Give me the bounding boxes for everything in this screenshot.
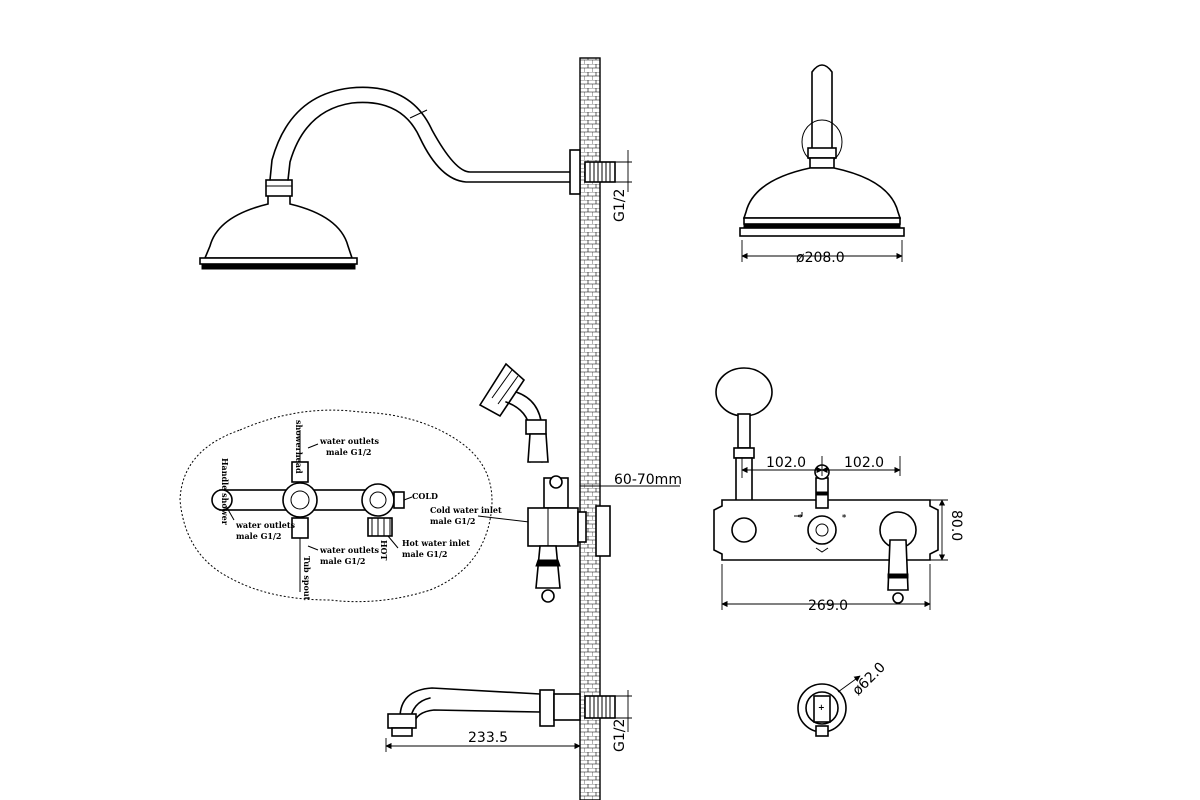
rain-shower-side-view: G1/2	[199, 86, 632, 270]
label-hot-inlet-2: male G1/2	[402, 549, 447, 559]
plate-width-label: 269.0	[808, 598, 848, 614]
label-bottom-outlet-2: male G1/2	[320, 556, 365, 566]
rosette-mark: +	[818, 702, 825, 712]
wall-gap-label: 60-70mm	[614, 472, 682, 488]
label-cold-inlet-2: male G1/2	[430, 516, 475, 526]
rosette-front-view: + ø62.0	[797, 659, 889, 737]
label-left-outlet-1: water outlets	[235, 520, 296, 530]
label-top-outlet-2: male G1/2	[326, 447, 371, 457]
mixer-front-view: * * 102.0 102.0 80.0 269.0	[713, 367, 964, 614]
label-handle-shower: Handle shower	[220, 458, 230, 526]
label-hot: HOT	[379, 540, 389, 561]
half-right-label: 102.0	[844, 455, 884, 471]
plate-height-label: 80.0	[948, 510, 964, 541]
mixer-side-view: 60-70mm	[478, 362, 682, 603]
label-cold: COLD	[412, 491, 438, 501]
thread-top-label: G1/2	[612, 189, 628, 222]
rain-shower-front-view: ø208.0	[739, 64, 905, 266]
wall	[579, 57, 601, 800]
tub-spout-side-view: G1/2 233.5	[385, 687, 632, 752]
label-left-outlet-2: male G1/2	[236, 531, 281, 541]
thread-bottom-label: G1/2	[612, 719, 628, 752]
valve-detail-callout: showerhead Handle shower Tub spout water…	[179, 409, 581, 603]
label-tub-spout: Tub spout	[302, 556, 312, 601]
cold-mark: *	[798, 512, 803, 522]
half-left-label: 102.0	[766, 455, 806, 471]
label-cold-inlet-1: Cold water inlet	[430, 505, 502, 515]
label-hot-inlet-1: Hot water inlet	[402, 538, 470, 548]
spout-length-label: 233.5	[468, 730, 508, 746]
label-bottom-outlet-1: water outlets	[319, 545, 380, 555]
rain-diameter-label: ø208.0	[796, 250, 845, 266]
label-showerhead: showerhead	[294, 420, 304, 474]
hot-mark: *	[842, 512, 847, 522]
label-top-outlet-1: water outlets	[319, 436, 380, 446]
